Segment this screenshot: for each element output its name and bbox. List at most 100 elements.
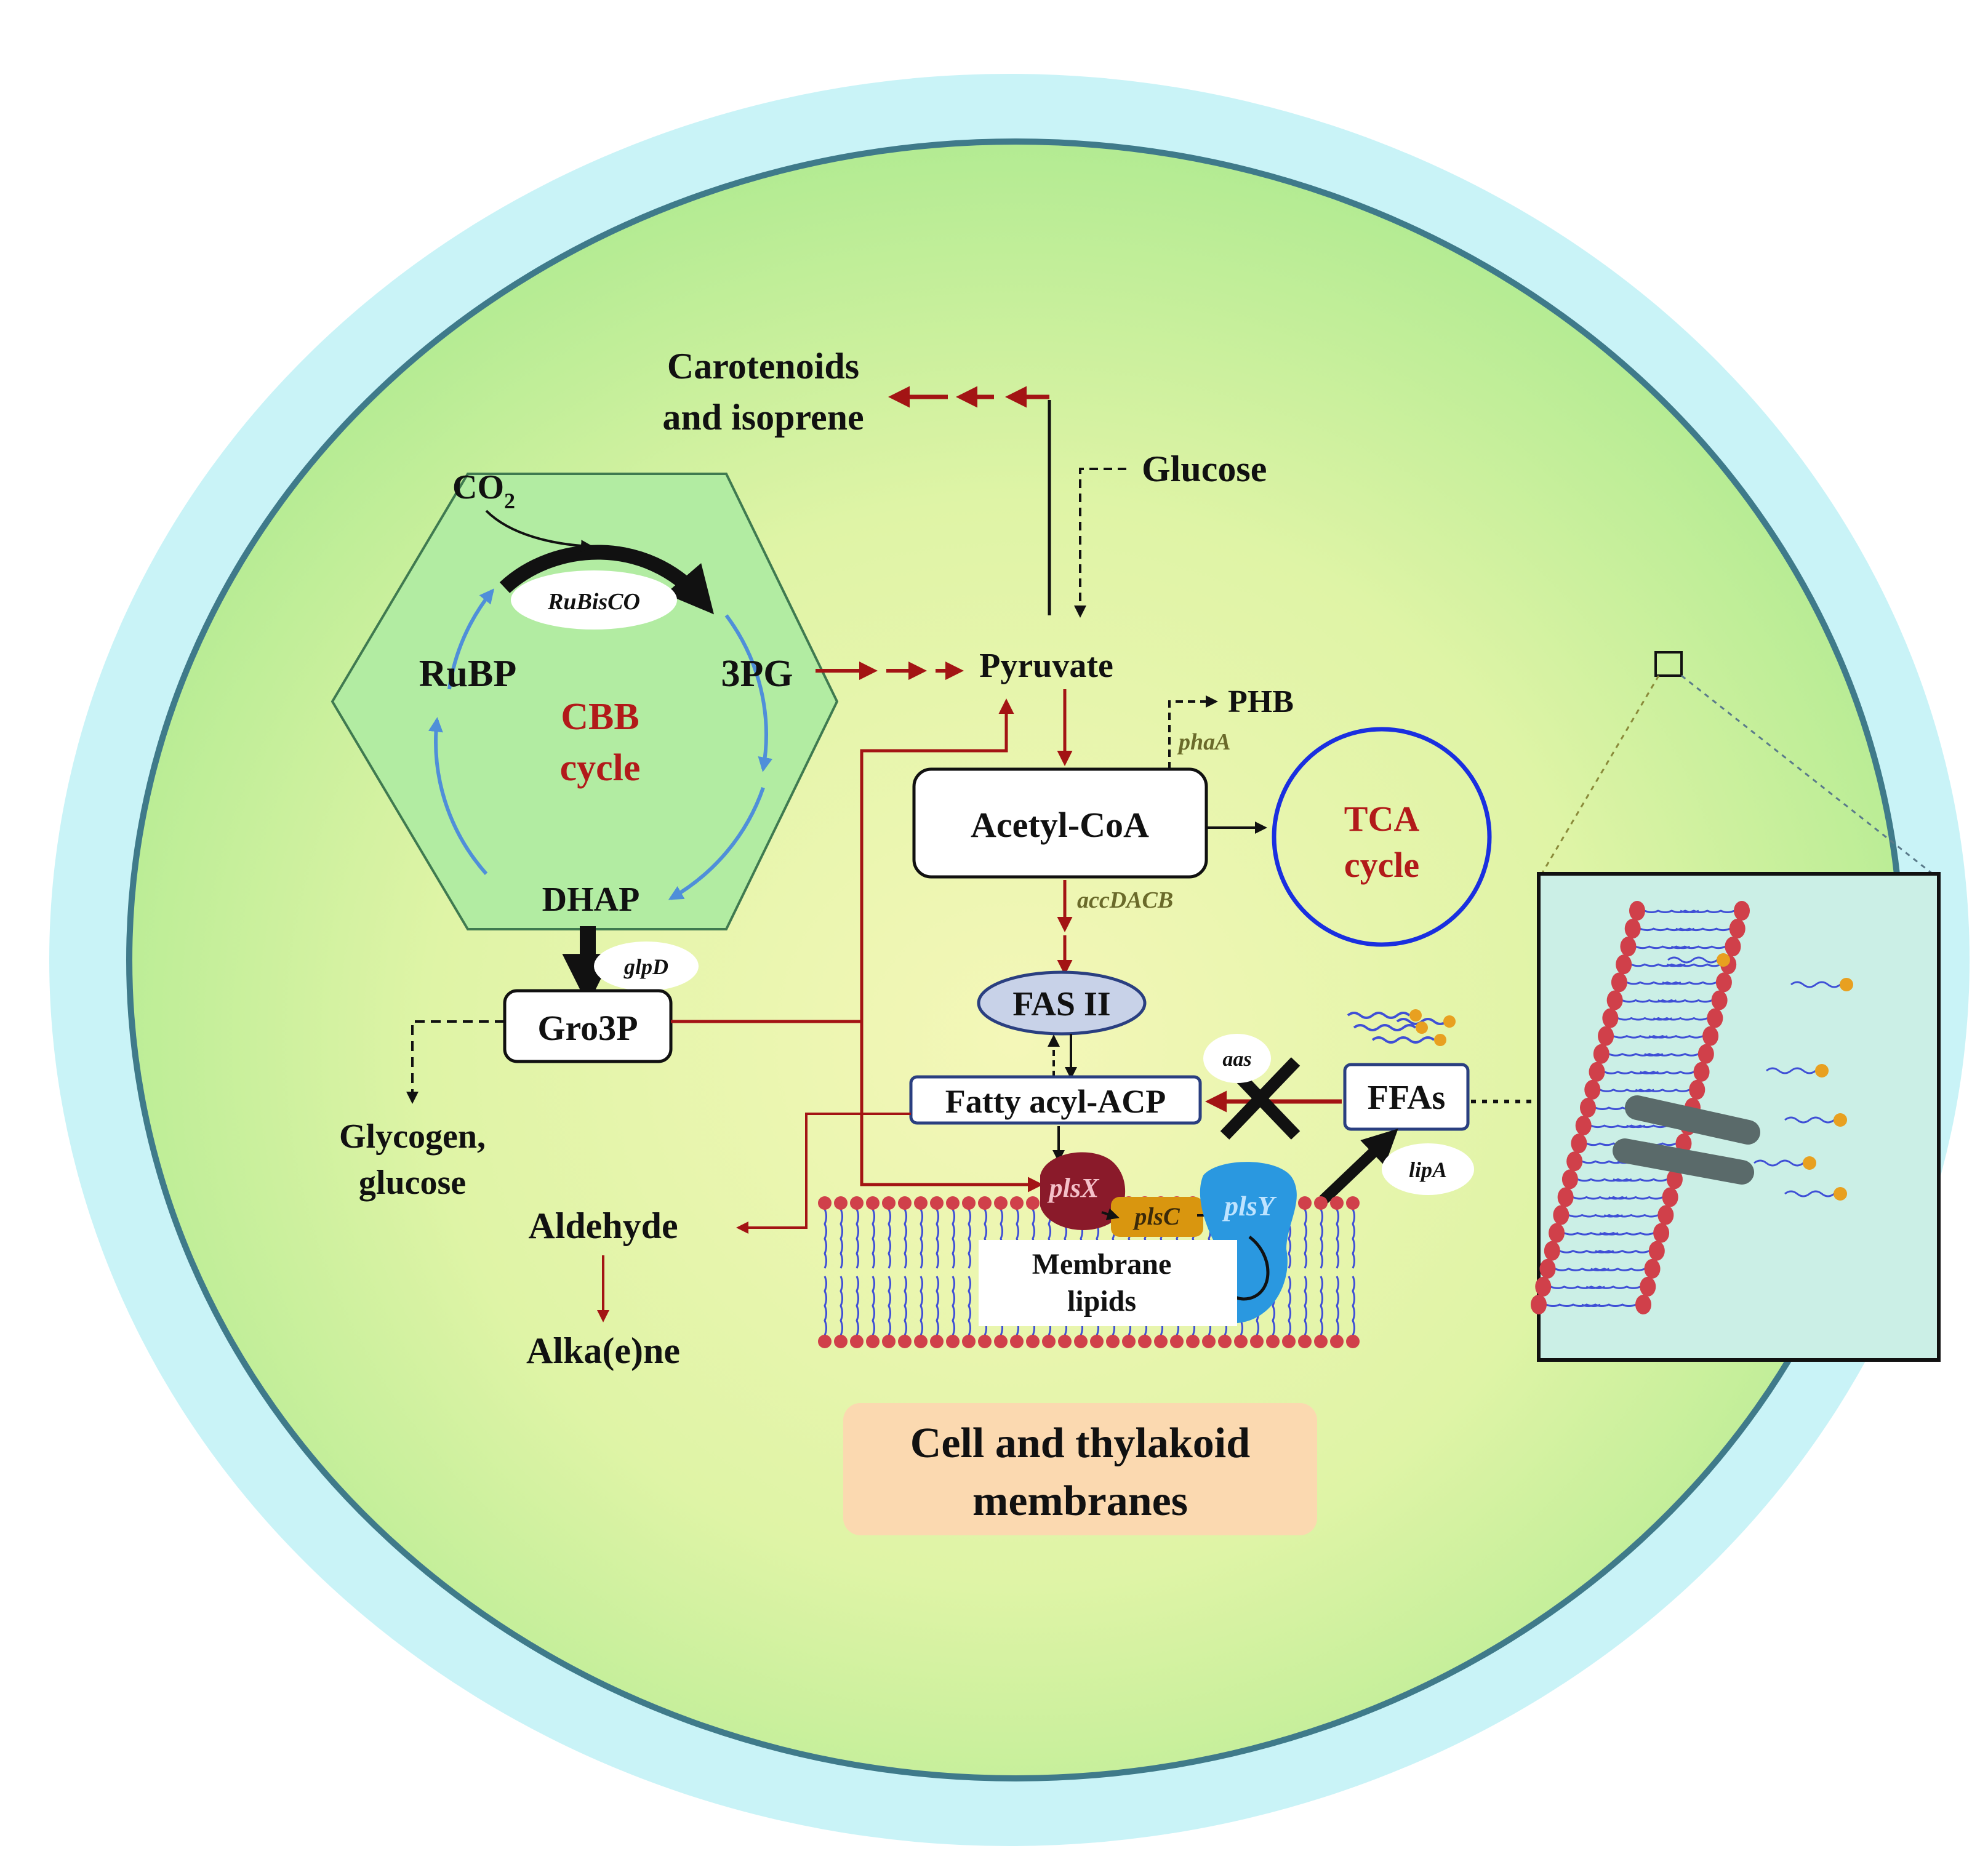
lipid-head: [1170, 1335, 1184, 1348]
lipid-tail: [840, 1209, 843, 1269]
lipid-head: [930, 1196, 944, 1210]
ffas-label: FFAs: [1368, 1079, 1446, 1117]
inset-lipid-head: [1715, 972, 1732, 993]
inset-lipid-tail: [1644, 1053, 1699, 1057]
glucose-label: Glucose: [1142, 449, 1267, 489]
inset-lipid-head: [1711, 990, 1728, 1010]
acetylcoa-to-phb-arrow: [1168, 695, 1218, 769]
acetylcoa-box: [912, 767, 1208, 879]
phaa-label: phaA: [1177, 729, 1230, 755]
inset-lipid-head: [1635, 1295, 1651, 1314]
glycogen-label: Glycogen,: [339, 1117, 486, 1156]
inset-lipid-tail: [1603, 1213, 1659, 1218]
lipid-head: [978, 1335, 992, 1348]
lipid-tail: [952, 1209, 955, 1269]
glucose-to-pyruvate-arrow: [1074, 468, 1126, 618]
isoprene-label: and isoprene: [662, 397, 864, 438]
lipid-head: [946, 1335, 960, 1348]
lipid-tail: [952, 1276, 955, 1336]
inset-lipid-head: [1606, 990, 1623, 1010]
inset-lipid-head: [1557, 1187, 1574, 1207]
3pg-label: 3PG: [721, 653, 793, 695]
rubisco-arrow: [499, 545, 715, 615]
inset-lipid-tail: [1657, 999, 1713, 1003]
plsx-to-plsc-arrow: [1101, 1208, 1120, 1220]
lipid-tail: [856, 1276, 859, 1336]
inset-lipid-head: [1602, 1008, 1619, 1028]
lipid-head: [914, 1196, 928, 1210]
gro3p-box: [503, 989, 673, 1063]
inset-lipid-head: [1689, 1079, 1705, 1100]
inset-lipid-tail: [1662, 981, 1717, 985]
lipid-head: [1058, 1335, 1072, 1348]
fatty-acyl-acp-label: Fatty acyl-ACP: [945, 1083, 1166, 1120]
lipid-head: [978, 1196, 992, 1210]
lipid-head: [1346, 1196, 1360, 1210]
inset-lipid-tail: [1613, 1178, 1668, 1182]
lipid-head: [1266, 1335, 1280, 1348]
inset-ffa-head: [1717, 953, 1730, 967]
carotenoids-label: Carotenoids: [667, 346, 859, 386]
cbb-label: CBB: [561, 696, 639, 738]
lipid-tail: [1304, 1276, 1307, 1336]
inset-lipid-tail: [1639, 1071, 1695, 1074]
inset-lipid-head: [1725, 937, 1741, 957]
acp-to-aldehyde-line: [736, 1113, 911, 1234]
lipid-tail: [824, 1209, 827, 1269]
inset-lipid-head: [1629, 901, 1645, 921]
fas2-oval: [977, 970, 1147, 1036]
lipid-head: [1346, 1335, 1360, 1348]
lipid-head: [866, 1335, 880, 1348]
inset-lipid-head: [1702, 1026, 1719, 1046]
inset-lipid-head: [1575, 1116, 1592, 1136]
inset-lipid-head: [1549, 1223, 1565, 1243]
lipid-head: [946, 1196, 960, 1210]
lipid-head: [898, 1335, 912, 1348]
inset-lipid-head: [1531, 1295, 1547, 1314]
inset-lipid-head: [1729, 919, 1746, 939]
gro3p-label: Gro3P: [537, 1008, 638, 1048]
lipid-head: [914, 1335, 928, 1348]
lipid-head: [1330, 1196, 1344, 1210]
lipid-head: [1186, 1335, 1200, 1348]
lipid-tail: [872, 1209, 875, 1269]
inset-ffa-head: [1803, 1156, 1816, 1170]
gro3p-to-pyruvate-line: [671, 698, 1014, 1023]
lipid-tail: [904, 1209, 907, 1269]
inset-ffa-head: [1834, 1113, 1847, 1127]
lipid-tail: [1304, 1209, 1307, 1269]
plsx-label: plsX: [1047, 1173, 1100, 1203]
lipid-head: [1074, 1335, 1088, 1348]
lipid-head: [1234, 1335, 1248, 1348]
lipid-head: [850, 1196, 864, 1210]
alkaene-label: Alka(e)ne: [526, 1330, 680, 1371]
lipid-head: [1010, 1196, 1024, 1210]
rubp-label: RuBP: [419, 653, 516, 695]
lipid-tail: [1288, 1276, 1291, 1336]
inset-lipid-head: [1624, 919, 1641, 939]
accdacb-label: accDACB: [1077, 887, 1173, 913]
inset-lipid-tail: [1666, 963, 1721, 967]
lipid-tail: [1320, 1276, 1323, 1336]
inset-lipid-head: [1584, 1079, 1601, 1100]
lipa-label: lipA: [1409, 1157, 1447, 1182]
inset-lipid-tail: [1653, 1017, 1708, 1021]
caption-label-2: membranes: [972, 1477, 1188, 1525]
inset-lipid-head: [1620, 937, 1637, 957]
plsy-label: plsY: [1222, 1190, 1277, 1221]
inset-lipid-head: [1535, 1276, 1552, 1297]
lipid-head: [1122, 1335, 1136, 1348]
lipid-head: [866, 1196, 880, 1210]
aas-oval: [1203, 1034, 1271, 1083]
inset-lipid-head: [1544, 1241, 1560, 1261]
glpd-label: glpD: [623, 954, 668, 979]
lipid-head: [1138, 1335, 1152, 1348]
inset-lipid-tail: [1670, 945, 1726, 949]
lipid-head: [882, 1196, 896, 1210]
inset-lipid-head: [1666, 1169, 1683, 1189]
inset-lipid-tail: [1675, 927, 1731, 932]
dhap-label: DHAP: [542, 881, 640, 919]
rubisco-label: RuBisCO: [547, 589, 640, 615]
lipid-tail: [1336, 1276, 1339, 1336]
membrane-lipids-label-2: lipids: [1067, 1285, 1136, 1317]
